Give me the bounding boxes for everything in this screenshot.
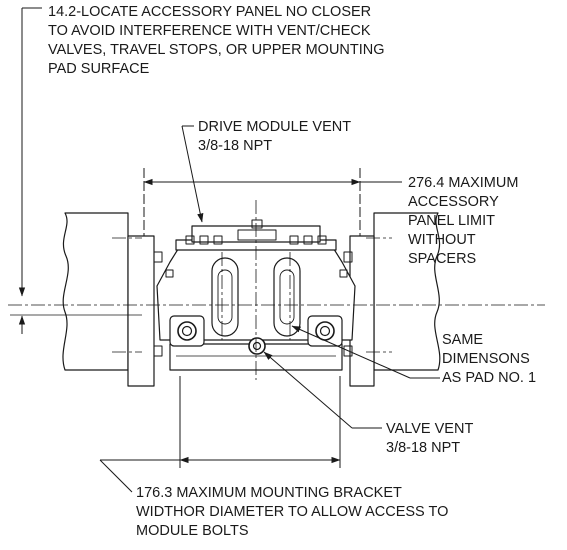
panel-note-line-1: 14.2-LOCATE ACCESSORY PANEL NO CLOSER (48, 4, 371, 20)
same-dim-line-3: AS PAD NO. 1 (442, 370, 536, 386)
right-pad-boss (307, 315, 343, 347)
left-housing-break (62, 212, 129, 371)
panel-limit-line-2: ACCESSORY (408, 194, 499, 210)
same-dimensions-note: SAME DIMENSONS AS PAD NO. 1 (442, 332, 536, 386)
valve-vent-plug (248, 337, 266, 355)
left-pad-boss (169, 315, 205, 347)
right-housing-break (373, 212, 441, 371)
bracket-line-2: WIDTHOR DIAMETER TO ALLOW ACCESS TO (136, 504, 448, 520)
panel-note-line-4: PAD SURFACE (48, 61, 150, 77)
same-dim-line-1: SAME (442, 332, 483, 348)
right-slot (273, 257, 301, 337)
valve-vent-line-2: 3/8-18 NPT (386, 440, 460, 456)
panel-limit-line-3: PANEL LIMIT (408, 213, 495, 229)
valve-vent-note: VALVE VENT 3/8-18 NPT (386, 421, 477, 456)
same-dim-line-2: DIMENSONS (442, 351, 530, 367)
panel-note-line-3: VALVES, TRAVEL STOPS, OR UPPER MOUNTING (48, 42, 385, 58)
panel-note: 14.2-LOCATE ACCESSORY PANEL NO CLOSER TO… (48, 4, 389, 77)
panel-limit-note: 276.4 MAXIMUM ACCESSORY PANEL LIMIT WITH… (408, 175, 522, 267)
panel-note-line-2: TO AVOID INTERFERENCE WITH VENT/CHECK (48, 23, 371, 39)
bracket-note: 176.3 MAXIMUM MOUNTING BRACKET WIDTHOR D… (136, 485, 452, 539)
flange-bolts (153, 251, 353, 357)
drive-vent-line-1: DRIVE MODULE VENT (198, 119, 351, 135)
notes-layer: 14.2-LOCATE ACCESSORY PANEL NO CLOSER TO… (48, 4, 536, 539)
left-slot (211, 257, 239, 337)
panel-limit-line-5: SPACERS (408, 251, 476, 267)
bracket-line-1: 176.3 MAXIMUM MOUNTING BRACKET (136, 485, 402, 501)
panel-limit-line-4: WITHOUT (408, 232, 476, 248)
drive-vent-line-2: 3/8-18 NPT (198, 138, 272, 154)
drive-vent-note: DRIVE MODULE VENT 3/8-18 NPT (198, 119, 355, 154)
top-bolt-row (185, 219, 327, 245)
panel-limit-line-1: 276.4 MAXIMUM (408, 175, 518, 191)
valve-vent-line-1: VALVE VENT (386, 421, 473, 437)
left-mounting-flange (127, 235, 155, 387)
bracket-line-3: MODULE BOLTS (136, 523, 249, 539)
